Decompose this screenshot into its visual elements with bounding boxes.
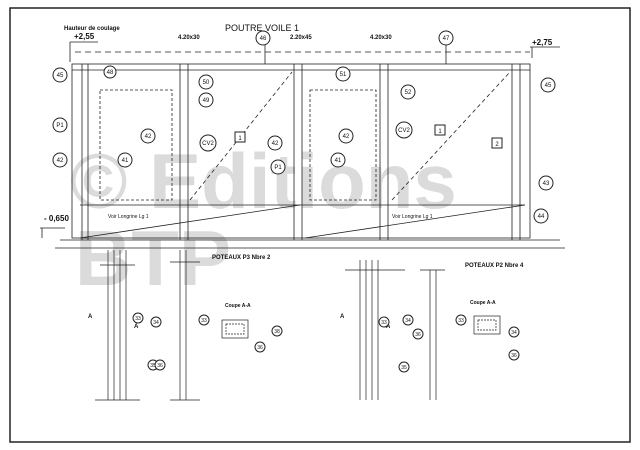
- pour-height-label: Hauteur de coulage: [64, 26, 120, 32]
- mark-label: CV2: [398, 128, 410, 134]
- drawing-title: POUTRE VOILE 1: [225, 23, 299, 33]
- column-details: [95, 250, 501, 401]
- p3-title: POTEAUX P3 Nbre 2: [212, 255, 271, 261]
- section-mark: A: [386, 324, 391, 330]
- watermark: © Editions: [70, 137, 457, 225]
- p2-title: POTEAUX P2 Nbre 4: [465, 263, 524, 269]
- mark-label: 42: [145, 134, 152, 140]
- section-mark: A: [88, 314, 93, 320]
- box-label: 2: [495, 142, 499, 148]
- box-label: 1: [238, 136, 242, 142]
- mark-label: P1: [274, 165, 282, 171]
- mark-label: 50: [203, 80, 210, 86]
- mark-label: 45: [57, 73, 64, 79]
- beam-ref: 2.20x45: [290, 35, 312, 41]
- longrine-note: Voir Longrine Lg 1: [108, 214, 149, 220]
- mark-label: 34: [511, 330, 517, 336]
- mark-label: 44: [538, 214, 545, 220]
- mark-label: 41: [122, 158, 129, 164]
- mark-label: 36: [257, 345, 263, 351]
- level-bottom: - 0,650: [44, 214, 69, 223]
- mark-label: 42: [57, 158, 64, 164]
- mark-label: 33: [458, 318, 464, 324]
- elevation: [40, 41, 565, 249]
- mark-label: 36: [415, 332, 421, 338]
- level-left: +2,55: [74, 32, 95, 41]
- mark-label: 42: [343, 134, 350, 140]
- mark-label: CV2: [202, 141, 214, 147]
- mark-label: P1: [56, 123, 64, 129]
- mark-label: 35: [401, 365, 407, 371]
- mark-label: 33: [201, 318, 207, 324]
- detail-marks: 33 34 35 36 33 38 36 33 34 35 36 33 34 3…: [132, 312, 520, 373]
- mark-label: 34: [405, 318, 411, 324]
- watermark-2: BTP: [75, 214, 231, 302]
- mark-label: 48: [107, 70, 114, 76]
- beam-ref: 4.20x30: [178, 35, 200, 41]
- mark-label: 38: [274, 329, 280, 335]
- beam-ref: 4.20x30: [370, 35, 392, 41]
- mark-label: 43: [543, 181, 550, 187]
- sheet-border: [9, 7, 631, 443]
- mark-label: 41: [335, 158, 342, 164]
- section-label: Coupe A-A: [225, 303, 251, 309]
- mark-label: 46: [260, 36, 267, 42]
- box-label: 1: [438, 129, 442, 135]
- mark-label: 42: [272, 141, 279, 147]
- reference-marks: 45 48 50 49 P1 42 CV2 42 41 42 P1 46 47 …: [52, 30, 556, 224]
- mark-label: 49: [203, 98, 210, 104]
- longrine-note: Voir Longrine Lg 1: [392, 214, 433, 220]
- mark-label: 33: [381, 320, 387, 326]
- mark-label: 45: [545, 83, 552, 89]
- level-right: +2,75: [532, 38, 553, 47]
- mark-label: 47: [443, 36, 450, 42]
- section-mark: A: [134, 324, 139, 330]
- mark-label: 35: [150, 363, 156, 369]
- mark-label: 36: [511, 353, 517, 359]
- section-mark: A: [340, 314, 345, 320]
- mark-label: 51: [340, 72, 347, 78]
- mark-label: 52: [405, 90, 412, 96]
- mark-label: 34: [153, 320, 159, 326]
- section-label: Coupe A-A: [470, 300, 496, 306]
- mark-label: 36: [157, 363, 163, 369]
- mark-label: 33: [135, 316, 141, 322]
